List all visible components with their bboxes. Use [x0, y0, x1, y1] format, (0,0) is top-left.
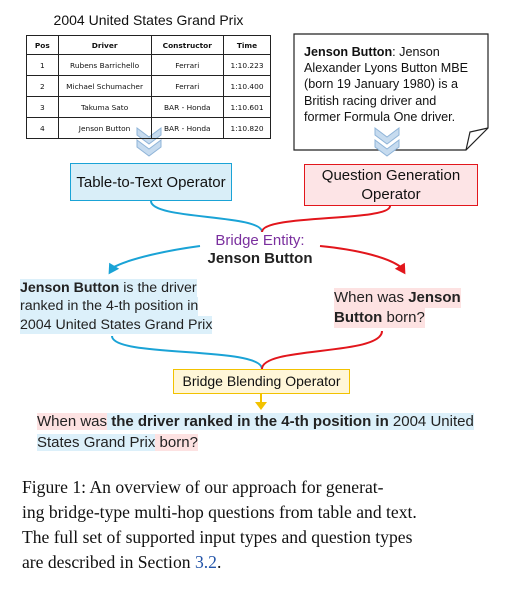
cell-time: 1:10.601 — [223, 96, 271, 118]
cell-constructor: Ferrari — [150, 75, 225, 97]
connector-table-to-bridge — [150, 200, 263, 233]
bridge-entity-name: Jenson Button — [207, 250, 313, 267]
caption-line: are described in Section 3.2. — [22, 550, 492, 575]
blended-question: When was the driver ranked in the 4-th p… — [37, 411, 474, 453]
connector-left-to-blending — [111, 335, 263, 370]
section-reference-link[interactable]: 3.2 — [194, 552, 217, 572]
table-row: 1 Rubens Barrichello Ferrari 1:10.223 — [26, 54, 271, 76]
generated-sentence-line: Jenson Button is the driver — [20, 279, 197, 298]
generated-question-line: Button born? — [334, 308, 425, 328]
question-generation-operator-label: Question Generation Operator — [321, 167, 461, 203]
blended-question-when-was: When was — [37, 413, 108, 430]
cell-pos: 2 — [26, 75, 59, 97]
column-header-time: Time — [223, 35, 271, 55]
cell-time: 1:10.400 — [223, 75, 271, 97]
table-to-text-operator-box: Table-to-Text Operator — [70, 163, 232, 201]
passage-note-fold — [465, 127, 489, 151]
generated-sentence-line: 2004 United States Grand Prix — [20, 315, 213, 335]
table-row: 3 Takuma Sato BAR - Honda 1:10.601 — [26, 96, 271, 118]
generated-sentence-line: ranked in the 4-th position in — [20, 297, 199, 316]
blended-question-born: born? — [155, 434, 198, 451]
cell-driver: Michael Schumacher — [57, 75, 152, 97]
bridge-blending-operator-box: Bridge Blending Operator — [173, 369, 350, 394]
generated-question-entity: Jenson — [408, 289, 461, 306]
cell-constructor: BAR - Honda — [150, 96, 225, 118]
caption-text: are described in Section — [22, 552, 195, 572]
figure-caption: Figure 1: An overview of our approach fo… — [22, 475, 492, 575]
caption-text: . — [216, 552, 222, 572]
caption-line: The full set of supported input types an… — [22, 527, 413, 547]
generated-sentence-text: is the driver — [119, 280, 197, 296]
column-header-pos: Pos — [26, 35, 59, 55]
arrowhead-left — [108, 262, 120, 275]
bridge-entity-label: Bridge Entity: — [215, 232, 305, 249]
blended-question-table-part: States Grand Prix — [37, 434, 156, 451]
passage-text: Jenson Button: Jenson Alexander Lyons Bu… — [304, 44, 476, 125]
caption-line: Figure 1: An overview of our approach fo… — [22, 477, 384, 497]
blended-question-bridge-part: the driver ranked in the 4-th position i… — [107, 413, 389, 430]
cell-time: 1:10.820 — [223, 117, 271, 139]
blended-question-table-part: 2004 United — [388, 413, 474, 430]
blended-question-line: States Grand Prix born? — [37, 432, 198, 453]
arrowhead-final — [255, 402, 267, 410]
table-row: 2 Michael Schumacher Ferrari 1:10.400 — [26, 75, 271, 97]
arrowhead-right — [394, 262, 406, 275]
question-generation-operator-box: Question Generation Operator — [304, 164, 478, 206]
generated-question-prefix: When was — [334, 289, 409, 306]
passage-note-outline — [293, 33, 489, 151]
caption-line: ing bridge-type multi-hop questions from… — [22, 502, 417, 522]
arrow-bridge-to-right — [319, 245, 403, 269]
cell-driver: Takuma Sato — [57, 96, 152, 118]
generated-sentence-entity: Jenson Button — [20, 280, 120, 296]
connector-right-to-blending — [261, 330, 383, 370]
cell-pos: 3 — [26, 96, 59, 118]
chevron-down-icon — [374, 127, 400, 157]
cell-driver: Jenson Button — [57, 117, 152, 139]
table-header-row: Pos Driver Constructor Time — [26, 35, 271, 55]
cell-pos: 4 — [26, 117, 59, 139]
column-header-constructor: Constructor — [150, 35, 225, 55]
blended-question-line: When was the driver ranked in the 4-th p… — [37, 411, 474, 432]
cell-constructor: Ferrari — [150, 54, 225, 76]
generated-question-entity: Button — [334, 309, 383, 326]
table-row: 4 Jenson Button BAR - Honda 1:10.820 — [26, 117, 271, 139]
column-header-driver: Driver — [57, 35, 152, 55]
cell-time: 1:10.223 — [223, 54, 271, 76]
connector-question-to-bridge — [261, 205, 391, 233]
bridge-blending-operator-label: Bridge Blending Operator — [182, 373, 341, 389]
generated-question-suffix: born? — [382, 309, 425, 326]
passage-body: : Jenson Alexander Lyons Button MBE (bor… — [304, 45, 469, 124]
generated-question: When was Jenson Button born? — [334, 288, 461, 328]
arrow-bridge-to-left — [111, 245, 201, 269]
cell-pos: 1 — [26, 54, 59, 76]
passage-entity: Jenson Button — [304, 45, 393, 59]
generated-sentence: Jenson Button is the driver ranked in th… — [20, 279, 213, 335]
cell-driver: Rubens Barrichello — [57, 54, 152, 76]
table-title: 2004 United States Grand Prix — [53, 12, 244, 28]
table-to-text-operator-label: Table-to-Text Operator — [76, 173, 226, 191]
cell-constructor: BAR - Honda — [150, 117, 225, 139]
generated-question-line: When was Jenson — [334, 288, 461, 308]
results-table: Pos Driver Constructor Time 1 Rubens Bar… — [26, 35, 271, 139]
